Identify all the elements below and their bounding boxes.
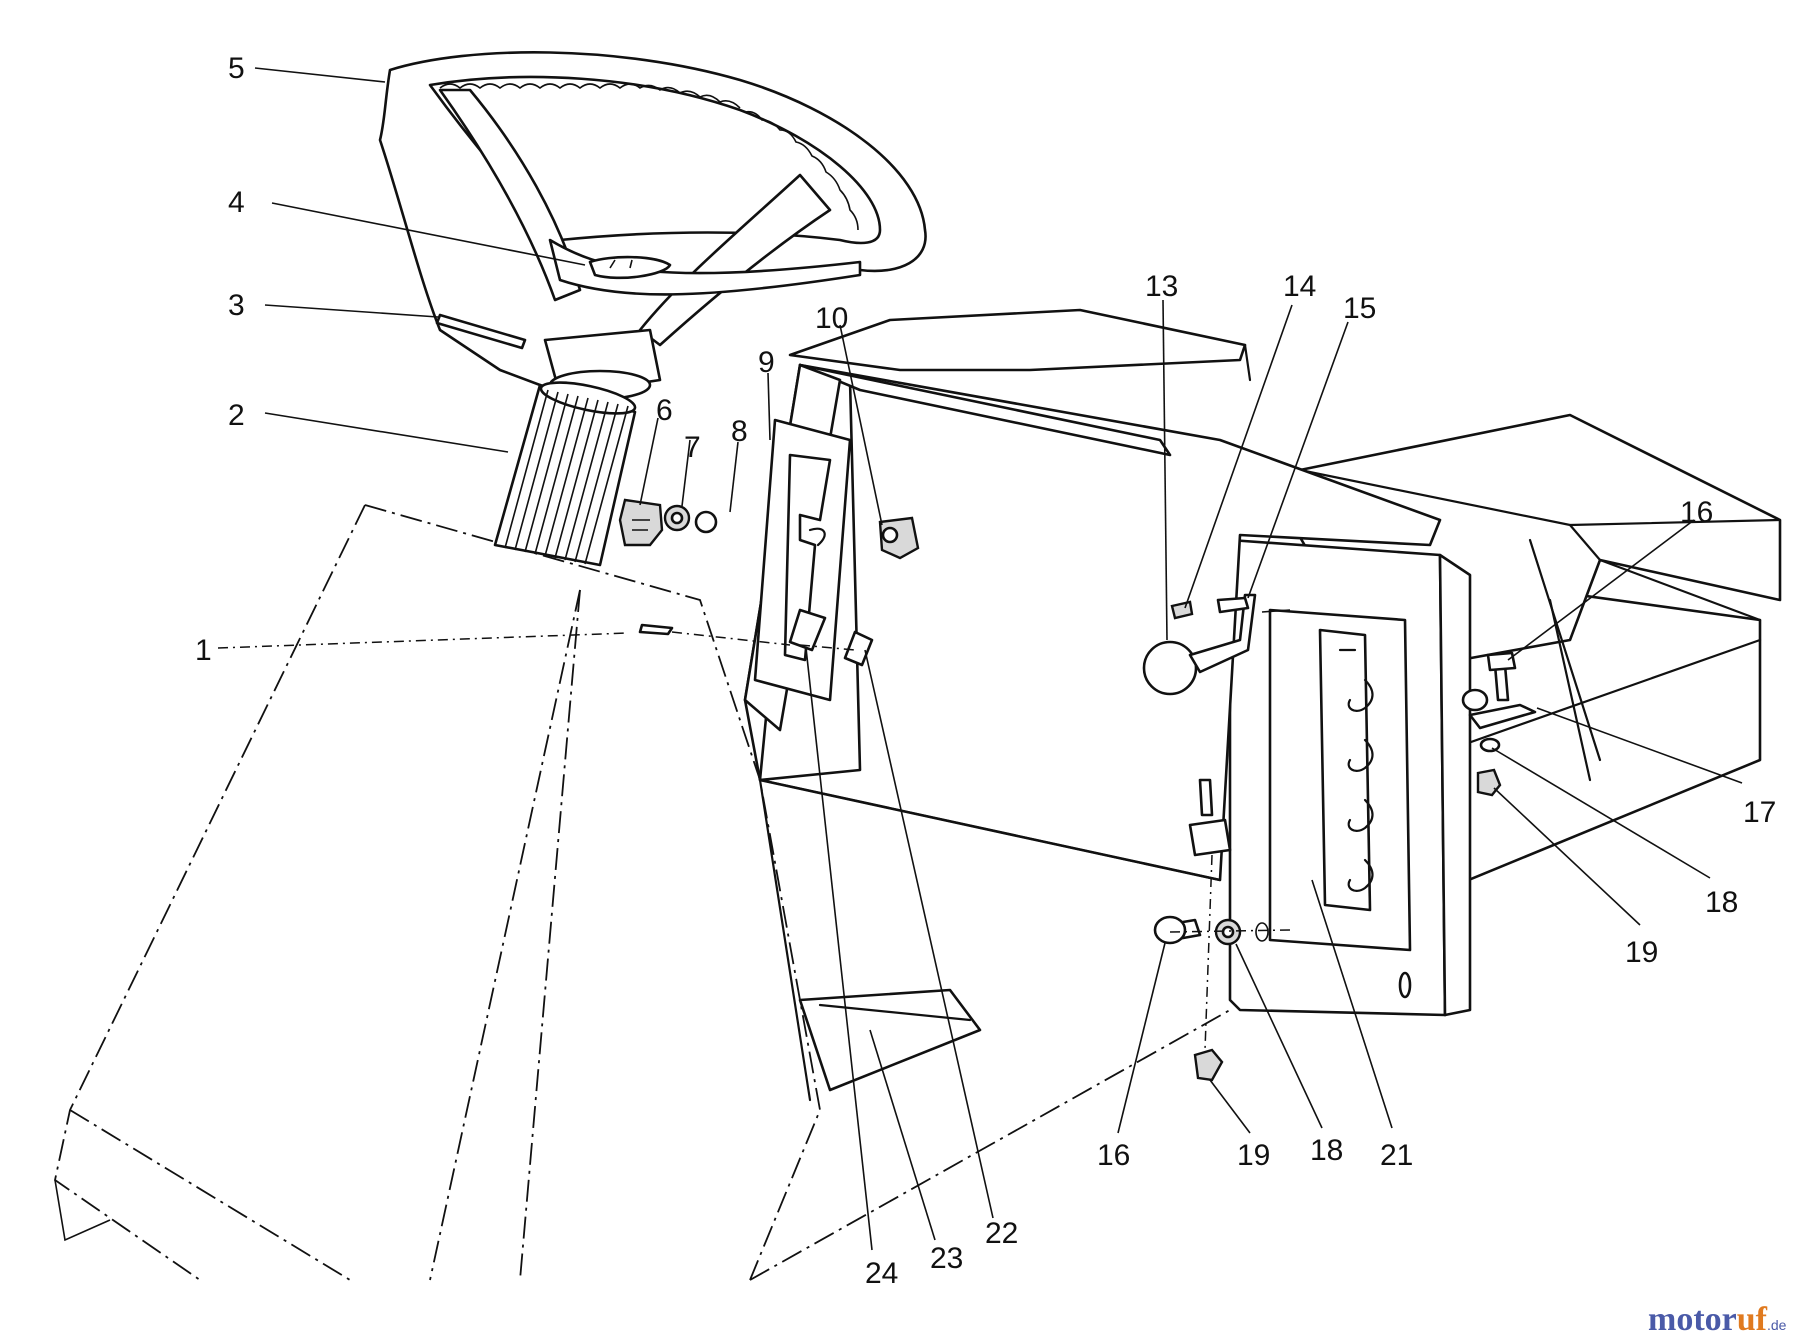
- callout-labels: 5 4 3 2 1 6 7 8 9 10 13 14 15 16 17 18 1…: [195, 52, 1776, 1290]
- callout-1: 1: [195, 634, 212, 667]
- callout-18-right: 18: [1705, 886, 1738, 919]
- callout-24: 24: [865, 1257, 898, 1290]
- steering-sleeve: [493, 381, 637, 567]
- bracket-6: [618, 498, 664, 547]
- front-hood: [53, 504, 1231, 1281]
- bracket-24: [788, 608, 827, 652]
- watermark-suffix: .de: [1767, 1317, 1787, 1333]
- dash-panel: [743, 363, 1442, 1102]
- callout-10: 10: [815, 302, 848, 335]
- callout-22: 22: [985, 1217, 1018, 1250]
- roll-pin-3: [435, 313, 527, 350]
- callout-13: 13: [1145, 270, 1178, 303]
- callout-8: 8: [731, 415, 748, 448]
- callout-19-bottom: 19: [1237, 1139, 1270, 1172]
- callout-18-bottom: 18: [1310, 1134, 1343, 1167]
- callout-6: 6: [656, 394, 673, 427]
- steering-wheel: [378, 51, 927, 402]
- svg-text:motoruf.de: motoruf.de: [1648, 1301, 1787, 1338]
- lever-assembly: [1142, 593, 1291, 696]
- callout-2: 2: [228, 399, 245, 432]
- leader-lines: [217, 67, 1743, 1251]
- rear-console: [788, 308, 1782, 1017]
- lower-hardware: [1153, 778, 1291, 1082]
- callout-5: 5: [228, 52, 245, 85]
- watermark-brand-part1: motor: [1648, 1301, 1737, 1338]
- washer-8: [694, 510, 718, 534]
- callout-16-right: 16: [1680, 496, 1713, 529]
- key-1: [638, 623, 674, 636]
- callout-23: 23: [930, 1242, 963, 1275]
- callout-15: 15: [1343, 292, 1376, 325]
- callout-3: 3: [228, 289, 245, 322]
- callout-17: 17: [1743, 796, 1776, 829]
- callout-19-right: 19: [1625, 936, 1658, 969]
- callout-16-bottom: 16: [1097, 1139, 1130, 1172]
- watermark-brand-part2: uf: [1737, 1301, 1768, 1338]
- callout-4: 4: [228, 186, 245, 219]
- right-hardware: [1461, 651, 1537, 797]
- callout-9: 9: [758, 346, 775, 379]
- watermark-logo: motoruf.de: [1648, 1301, 1787, 1338]
- callout-7: 7: [684, 431, 701, 464]
- callout-21: 21: [1380, 1139, 1413, 1172]
- callout-14: 14: [1283, 270, 1316, 303]
